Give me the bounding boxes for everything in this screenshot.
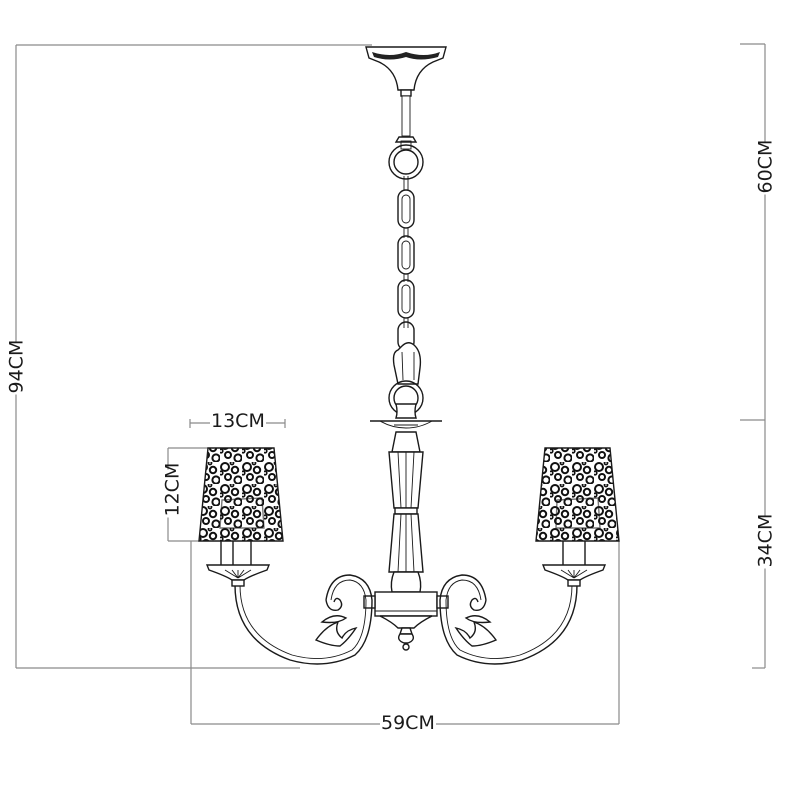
chain-hook xyxy=(388,321,424,419)
ceiling-canopy xyxy=(365,46,447,180)
label-chain-height: 60CM xyxy=(754,139,777,195)
left-candle-cup xyxy=(205,541,271,587)
chain xyxy=(397,176,415,328)
right-shade xyxy=(535,447,620,542)
dimension-chain-height xyxy=(740,43,766,668)
dimension-total-height xyxy=(15,44,372,669)
label-total-height: 94CM xyxy=(5,339,28,395)
left-arm xyxy=(234,574,373,665)
label-shade-height: 12CM xyxy=(161,462,184,518)
center-column xyxy=(363,420,449,629)
bottom-finial xyxy=(397,627,415,651)
label-total-width: 59CM xyxy=(380,712,436,734)
right-arm xyxy=(439,574,578,665)
right-candle-cup xyxy=(541,541,607,587)
label-body-height: 34CM xyxy=(754,513,777,569)
left-shade xyxy=(198,447,284,542)
label-shade-width: 13CM xyxy=(210,410,266,432)
